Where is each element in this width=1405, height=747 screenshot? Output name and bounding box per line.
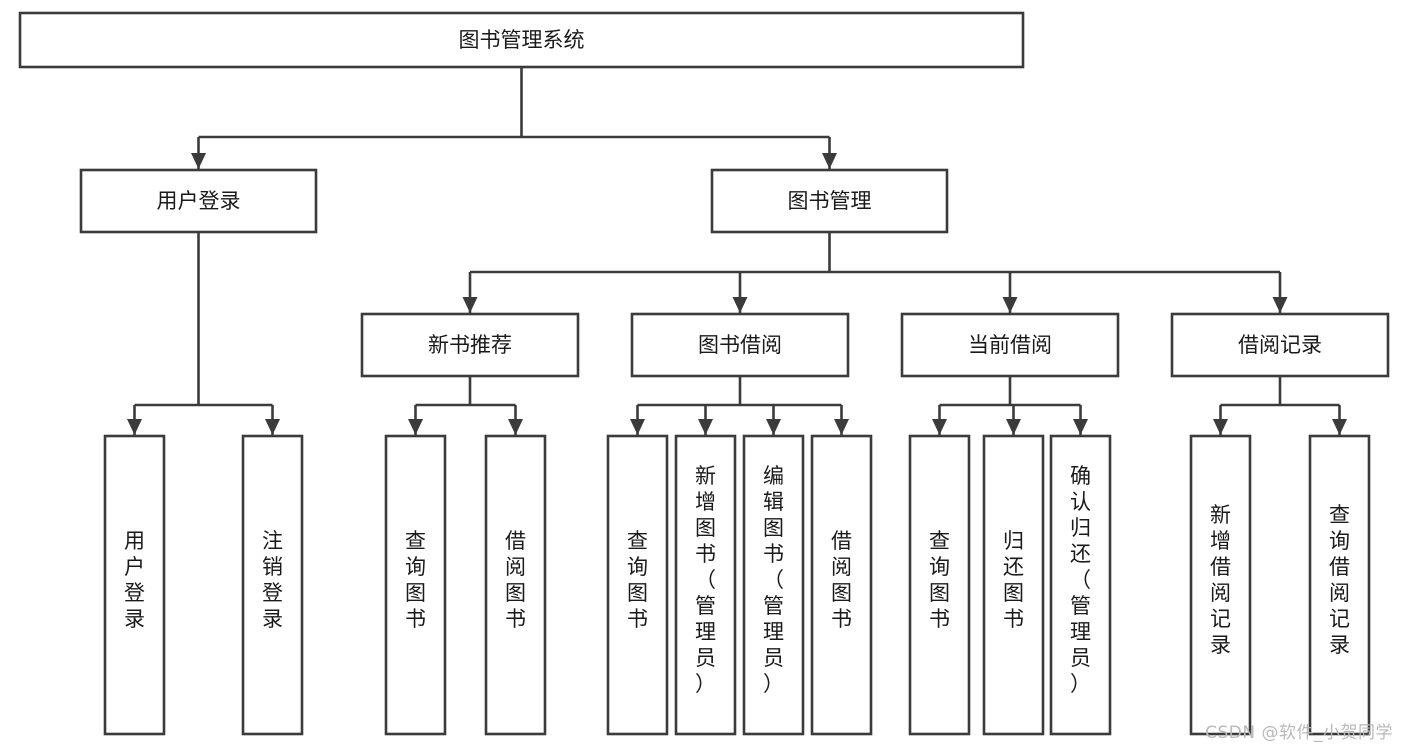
node-leaf-query-book-borrow[interactable]: 查询图书 [606, 434, 669, 736]
node-leaf-borrow-book[interactable]: 借阅图书 [810, 434, 873, 736]
node-leaf-logout-login[interactable]: 注销登录 [241, 434, 304, 736]
node-leaf-add-book-admin-box[interactable] [674, 434, 737, 736]
node-leaf-edit-book-admin-box[interactable] [742, 434, 805, 736]
node-leaf-query-borrow-record-label: 查询借阅记录 [1329, 503, 1350, 657]
node-leaf-confirm-return-admin-box[interactable] [1049, 434, 1112, 736]
node-user-login-label: 用户登录 [157, 189, 241, 213]
node-leaf-query-book-current-label: 查询图书 [929, 529, 950, 631]
node-new-book-recommend-label: 新书推荐 [428, 333, 512, 357]
node-current-borrow[interactable]: 当前借阅 [900, 312, 1120, 378]
node-book-management[interactable]: 图书管理 [710, 168, 949, 234]
node-borrow-records-label: 借阅记录 [1238, 333, 1322, 357]
node-borrow-records-box[interactable] [1170, 312, 1390, 378]
node-leaf-query-borrow-record[interactable]: 查询借阅记录 [1308, 434, 1371, 736]
node-book-management-box[interactable] [710, 168, 949, 234]
node-leaf-query-book-recommend-box[interactable] [384, 434, 447, 736]
node-user-login-box[interactable] [79, 168, 318, 234]
node-leaf-borrow-book-box[interactable] [810, 434, 873, 736]
node-leaf-add-borrow-record-label: 新增借阅记录 [1210, 503, 1231, 657]
node-leaf-borrow-book-recommend-box[interactable] [484, 434, 547, 736]
node-book-borrow[interactable]: 图书借阅 [630, 312, 850, 378]
node-leaf-edit-book-admin[interactable]: 编辑图书（管理员） [742, 434, 805, 736]
node-leaf-query-book-current[interactable]: 查询图书 [908, 434, 971, 736]
node-new-book-recommend[interactable]: 新书推荐 [360, 312, 580, 378]
node-book-management-label: 图书管理 [788, 189, 872, 213]
node-root[interactable]: 图书管理系统 [18, 11, 1025, 69]
node-current-borrow-label: 当前借阅 [968, 333, 1052, 357]
node-user-login[interactable]: 用户登录 [79, 168, 318, 234]
node-leaf-add-borrow-record[interactable]: 新增借阅记录 [1189, 434, 1252, 736]
node-leaf-user-login-label: 用户登录 [124, 529, 145, 631]
node-leaf-borrow-book-recommend[interactable]: 借阅图书 [484, 434, 547, 736]
node-leaf-add-book-admin-label: 新增图书（管理员） [695, 464, 716, 696]
node-leaf-confirm-return-admin-label: 确认归还（管理员） [1070, 464, 1091, 696]
node-leaf-confirm-return-admin[interactable]: 确认归还（管理员） [1049, 434, 1112, 736]
node-root-box[interactable] [18, 11, 1025, 69]
node-leaf-add-borrow-record-box[interactable] [1189, 434, 1252, 736]
node-book-borrow-label: 图书借阅 [698, 333, 782, 357]
node-leaf-query-borrow-record-box[interactable] [1308, 434, 1371, 736]
node-leaf-logout-login-label: 注销登录 [262, 529, 283, 631]
node-leaf-query-book-recommend[interactable]: 查询图书 [384, 434, 447, 736]
node-book-borrow-box[interactable] [630, 312, 850, 378]
watermark-text: CSDN @软件_小贺同学 [1205, 723, 1393, 743]
node-leaf-query-book-recommend-label: 查询图书 [405, 529, 426, 631]
node-leaf-return-book-label: 归还图书 [1003, 529, 1024, 631]
node-leaf-user-login-box[interactable] [103, 434, 166, 736]
node-leaf-borrow-book-label: 借阅图书 [831, 529, 852, 631]
node-leaf-borrow-book-recommend-label: 借阅图书 [505, 529, 526, 631]
node-leaf-query-book-borrow-label: 查询图书 [627, 529, 648, 631]
node-new-book-recommend-box[interactable] [360, 312, 580, 378]
node-root-label: 图书管理系统 [459, 28, 585, 52]
node-borrow-records[interactable]: 借阅记录 [1170, 312, 1390, 378]
node-leaf-logout-login-box[interactable] [241, 434, 304, 736]
node-leaf-edit-book-admin-label: 编辑图书（管理员） [763, 464, 784, 696]
node-current-borrow-box[interactable] [900, 312, 1120, 378]
node-leaf-user-login[interactable]: 用户登录 [103, 434, 166, 736]
node-leaf-return-book-box[interactable] [982, 434, 1045, 736]
node-leaf-query-book-borrow-box[interactable] [606, 434, 669, 736]
node-leaf-query-book-current-box[interactable] [908, 434, 971, 736]
node-leaf-return-book[interactable]: 归还图书 [982, 434, 1045, 736]
node-leaf-add-book-admin[interactable]: 新增图书（管理员） [674, 434, 737, 736]
